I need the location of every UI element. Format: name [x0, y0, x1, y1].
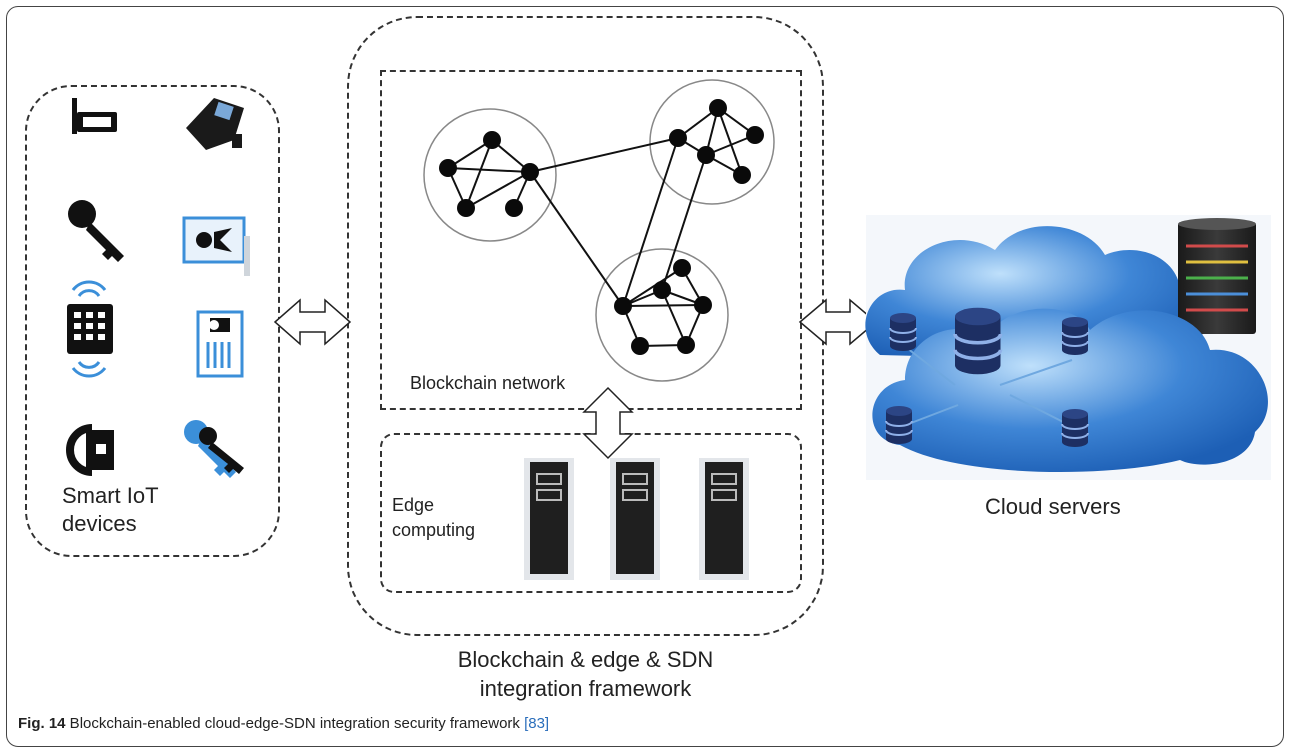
- id-badge-icon: [182, 216, 250, 276]
- node-cluster-right: [649, 79, 775, 205]
- caption-text: Blockchain-enabled cloud-edge-SDN integr…: [65, 715, 525, 732]
- iot-label-line1: Smart IoT: [62, 483, 159, 508]
- door-lock-icon: [66, 424, 114, 476]
- figure-caption: Fig. 14 Blockchain-enabled cloud-edge-SD…: [18, 715, 549, 732]
- bidirectional-arrow-icon: [273, 298, 352, 346]
- keys-icon: [184, 420, 244, 478]
- bidirectional-arrow-icon: [582, 386, 634, 460]
- server-rack-icon: [610, 458, 660, 580]
- server-rack-icon: [1178, 218, 1256, 334]
- server-rack-icon: [699, 458, 749, 580]
- node-cluster-left: [423, 108, 557, 242]
- figure-frame: [6, 6, 1284, 747]
- bidirectional-arrow-icon: [798, 298, 878, 346]
- framework-label: Blockchain & edge & SDN integration fram…: [418, 645, 753, 703]
- cctv-camera-icon: [72, 98, 117, 134]
- reference-link[interactable]: [83]: [524, 715, 550, 732]
- framework-label-line1: Blockchain & edge & SDN: [457, 647, 714, 672]
- edge-computing-label: Edge computing: [392, 493, 475, 543]
- server-rack-icon: [524, 458, 574, 580]
- edge-label-line2: computing: [392, 520, 476, 540]
- keypad-reader-icon: [67, 280, 113, 378]
- security-camera-icon: [186, 98, 244, 150]
- key-icon: [68, 200, 124, 262]
- node-cluster-bottom: [595, 248, 729, 382]
- access-card-icon: [196, 310, 244, 378]
- figure-number: Fig. 14: [18, 715, 66, 732]
- cloud-servers-label: Cloud servers: [985, 494, 1121, 519]
- blockchain-graph: [423, 79, 775, 382]
- cloud-servers-graphic: [865, 215, 1271, 480]
- blockchain-network-label: Blockchain network: [410, 373, 566, 393]
- edge-label-line1: Edge: [392, 495, 435, 515]
- iot-devices-label: Smart IoT devices: [62, 482, 159, 538]
- framework-label-line2: integration framework: [479, 676, 692, 701]
- iot-label-line2: devices: [62, 511, 137, 536]
